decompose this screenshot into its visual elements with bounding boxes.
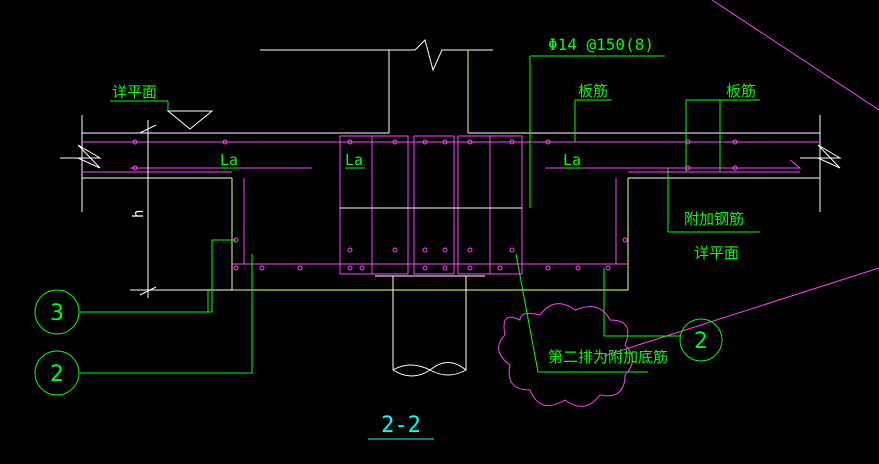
revision-cloud	[498, 303, 633, 407]
marker-2-right-circle	[679, 318, 723, 362]
marker-3-leader	[80, 239, 236, 313]
la-label-2: La	[345, 151, 363, 169]
second-row-leader	[515, 253, 648, 373]
diagonal-line-right	[603, 267, 879, 357]
section-title: 2-2	[381, 413, 421, 438]
slab-bar-label-1: 板筋	[578, 82, 608, 100]
top-bar-spec-label: Φ14 @150(8)	[548, 35, 654, 54]
detail-bottom-right-label: 详平面	[694, 244, 739, 262]
pile	[375, 275, 485, 377]
slab-bar-leader-2	[685, 99, 760, 172]
detail-top-left-label: 详平面	[112, 83, 157, 101]
rebar-dots	[132, 139, 738, 271]
additional-bar-leader	[667, 168, 760, 233]
spec-leader	[529, 55, 665, 208]
marker-3-label: 3	[50, 301, 64, 326]
dimension-h	[130, 120, 232, 298]
slab-bar-label-2: 板筋	[726, 82, 756, 100]
diagonal-line-top-right	[711, 0, 879, 111]
slab-outline	[81, 115, 821, 212]
la-label-1: La	[220, 151, 238, 169]
level-triangle	[166, 110, 214, 130]
break-symbol-right	[800, 144, 842, 169]
marker-2-left-leader	[80, 254, 253, 374]
column-stub	[260, 39, 493, 133]
marker-2-left-circle	[34, 350, 80, 396]
slab-rebar-hook-right	[545, 159, 802, 169]
marker-3-circle	[34, 289, 80, 335]
la-label-3: La	[563, 151, 581, 169]
second-row-note: 第二排为附加底筋	[548, 348, 668, 366]
marker-3-leader-b	[80, 290, 209, 313]
additional-bar-label: 附加钢筋	[684, 210, 744, 228]
marker-2-left-label: 2	[50, 362, 64, 387]
dimension-h-label: h	[131, 210, 147, 218]
marker-2-right-label: 2	[694, 329, 708, 354]
marker-2-right-leader	[603, 268, 680, 337]
foundation-outline	[231, 178, 629, 291]
break-symbol-left	[60, 144, 102, 169]
stirrups	[339, 135, 523, 275]
